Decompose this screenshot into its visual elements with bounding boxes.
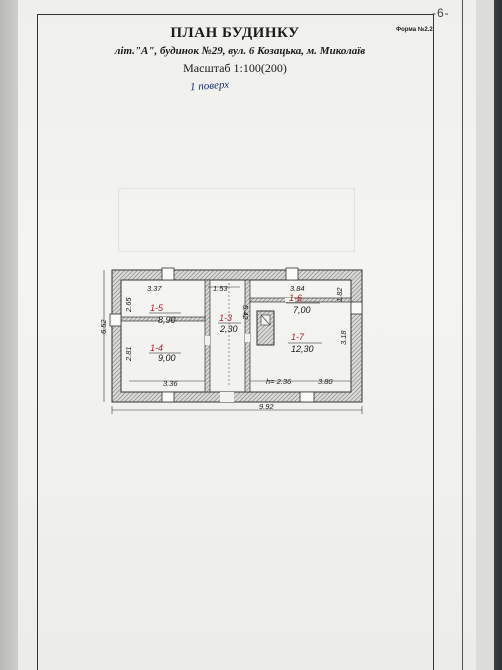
door-opening xyxy=(220,392,234,402)
document-title: ПЛАН БУДИНКУ xyxy=(170,25,300,41)
dimension-label: 9.92 xyxy=(259,402,274,411)
dimension-label: 3.18 xyxy=(339,330,348,345)
room-area: 8,90 xyxy=(158,315,176,325)
door-opening xyxy=(245,334,250,342)
window xyxy=(299,391,315,403)
door-opening xyxy=(205,336,210,345)
dimension-label: 1.53 xyxy=(213,284,228,293)
dimension-label: 3.36 xyxy=(163,379,178,388)
window xyxy=(161,267,175,281)
door-opening xyxy=(160,317,170,321)
dimension-label: h= 2.36 xyxy=(266,377,292,386)
scale-label: Масштаб 1:100(200) xyxy=(183,61,287,75)
page-edge-line xyxy=(462,0,463,670)
window xyxy=(161,391,175,403)
room-label: 1-7 xyxy=(291,332,305,342)
page-number: -6- xyxy=(432,6,450,20)
dimension-label: 3.37 xyxy=(147,284,162,293)
dimension-label: 1.82 xyxy=(335,287,344,302)
room-label: 1-3 xyxy=(219,313,232,323)
faint-bleed-through-box xyxy=(118,188,355,252)
dimension-label: 3.84 xyxy=(290,284,305,293)
room-area: 2,30 xyxy=(219,324,238,334)
interior-wall-right-horizontal xyxy=(249,297,352,303)
form-label: Форма №2.2 xyxy=(396,27,433,33)
room-area: 9,00 xyxy=(158,353,176,363)
room-label: 1-4 xyxy=(150,343,163,353)
window xyxy=(285,267,299,281)
document-subtitle: літ."А", будинок №29, вул. 6 Козацька, м… xyxy=(114,45,366,57)
door-opening xyxy=(285,298,295,302)
room-area: 12,30 xyxy=(291,344,314,354)
dimension-label: 6.52 xyxy=(99,319,108,334)
window xyxy=(109,313,122,327)
outer-wall xyxy=(111,269,363,403)
page-frame xyxy=(37,14,434,670)
dimension-label: 5.42 xyxy=(241,305,250,320)
room-label: 1-6 xyxy=(289,293,302,303)
dimension-label: 2.81 xyxy=(124,346,133,362)
room-label: 1-5 xyxy=(150,303,164,313)
dimension-label: 3.80 xyxy=(318,377,333,386)
dimension-label: 2.65 xyxy=(124,297,133,313)
window xyxy=(350,301,363,315)
room-area: 7,00 xyxy=(293,305,311,315)
